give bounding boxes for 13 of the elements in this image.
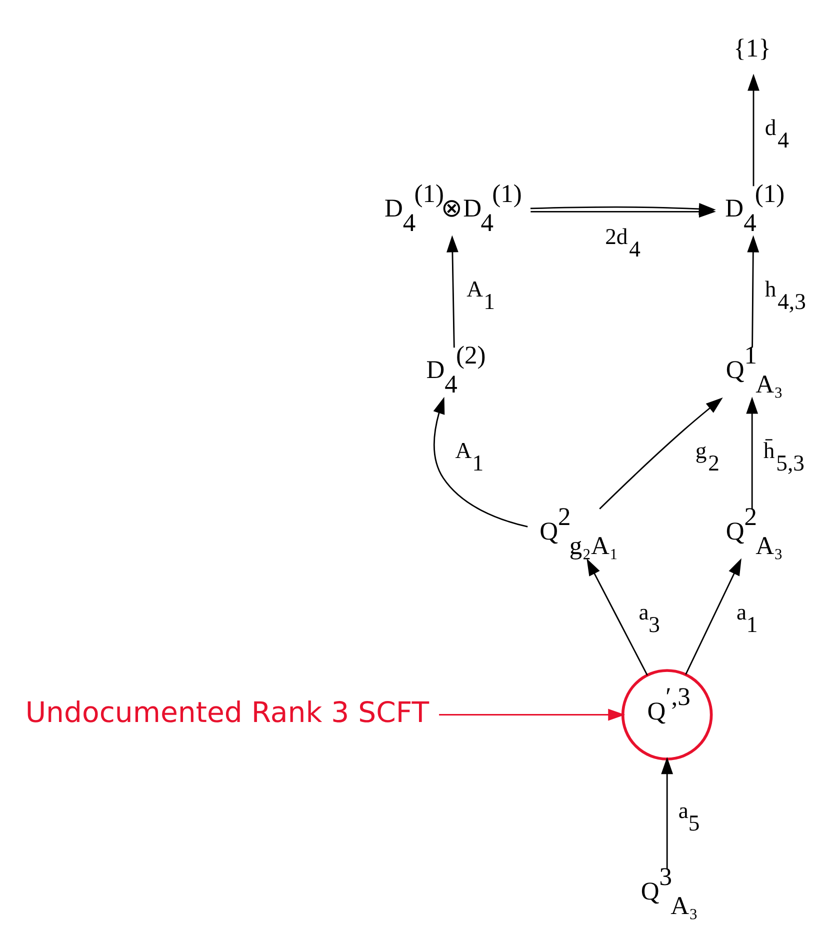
node-text: {1} xyxy=(734,32,771,62)
arrow xyxy=(685,558,742,674)
arrow xyxy=(446,234,458,348)
arrow xyxy=(439,708,626,720)
arrow xyxy=(746,396,758,509)
arrow xyxy=(661,756,674,869)
arrow xyxy=(586,558,648,676)
arrow xyxy=(599,397,723,509)
arrow xyxy=(748,73,760,186)
node-text: Undocumented Rank 3 SCFT xyxy=(25,695,430,728)
arrow xyxy=(530,202,716,214)
arrow xyxy=(747,234,760,348)
arrow xyxy=(433,396,528,527)
